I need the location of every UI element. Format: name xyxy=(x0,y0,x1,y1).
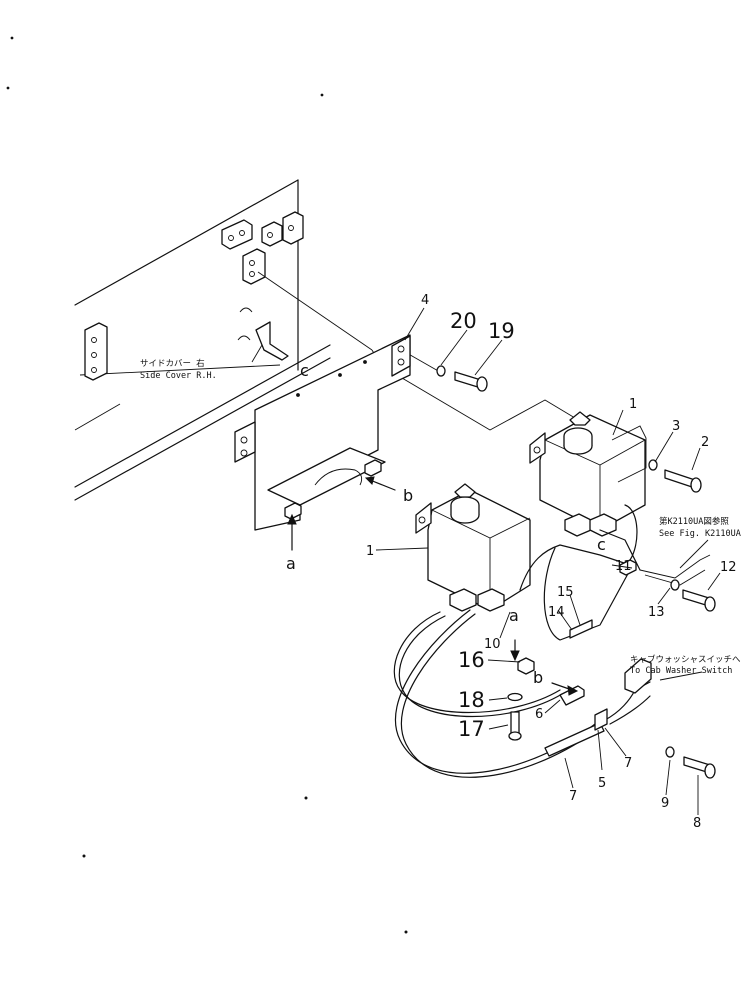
bolt-2 xyxy=(648,459,702,493)
side-cover-jp-label: サイドカバー 右 xyxy=(140,358,205,369)
bolt-8 xyxy=(665,746,716,779)
callout-10: 10 xyxy=(484,637,501,652)
callout-7-left: 7 xyxy=(569,789,577,804)
callout-17: 17 xyxy=(458,717,485,741)
part-callouts: 4 20 19 1 3 2 1 11 12 13 15 14 10 16 18 … xyxy=(366,293,737,831)
callout-16: 16 xyxy=(458,648,485,672)
bolt-12 xyxy=(670,579,716,612)
callout-1-upper: 1 xyxy=(629,397,637,412)
to-cab-en-label: To Cab Washer Switch xyxy=(630,666,732,676)
callout-5: 5 xyxy=(598,776,606,791)
leader-lines xyxy=(257,271,576,431)
mounting-bracket xyxy=(234,334,411,531)
callout-13: 13 xyxy=(648,605,665,620)
callout-1-lower: 1 xyxy=(366,544,374,559)
see-fig-en-label: See Fig. K2110UA xyxy=(659,529,741,539)
callout-18: 18 xyxy=(458,688,485,712)
view-reference-letters: a b c a b c xyxy=(286,361,606,687)
side-cover-en-label: Side Cover R.H. xyxy=(140,371,217,381)
see-fig-jp-label: 第K2110UA図参照 xyxy=(659,516,729,527)
callout-9: 9 xyxy=(661,796,669,811)
callout-8: 8 xyxy=(693,816,701,831)
bolt-17 xyxy=(507,692,523,741)
callout-14: 14 xyxy=(548,605,565,620)
reference-arrows xyxy=(287,476,579,696)
callout-7-right: 7 xyxy=(624,756,632,771)
letter-b-bracket: b xyxy=(403,486,413,505)
callout-15: 15 xyxy=(557,585,574,600)
scan-specks xyxy=(6,36,408,934)
callout-leaders xyxy=(251,307,721,815)
letter-b-hose: b xyxy=(533,668,543,687)
callout-6: 6 xyxy=(535,707,543,722)
letter-c-tank: c xyxy=(597,535,606,554)
callout-19: 19 xyxy=(488,319,515,343)
annotation-text: サイドカバー 右 Side Cover R.H. 第K2110UA図参照 See… xyxy=(140,358,741,676)
callout-12: 12 xyxy=(720,560,737,575)
callout-11: 11 xyxy=(615,559,632,574)
callout-3: 3 xyxy=(672,419,680,434)
callout-20: 20 xyxy=(450,309,477,333)
washer-tank-right xyxy=(529,411,647,537)
bolt-19 xyxy=(436,365,488,392)
to-cab-jp-label: キャブウォッシャスイッチへ xyxy=(630,654,741,665)
side-cover-mount-blocks xyxy=(84,211,304,381)
letter-a-bracket: a xyxy=(286,554,296,573)
side-cover-panel xyxy=(74,179,331,501)
washer-tank-left xyxy=(415,483,531,612)
callout-2: 2 xyxy=(701,435,709,450)
callout-4: 4 xyxy=(421,293,429,308)
hoses-and-wiring xyxy=(393,504,711,778)
letter-c-cover: c xyxy=(300,361,309,380)
letter-a-hose: a xyxy=(509,606,519,625)
